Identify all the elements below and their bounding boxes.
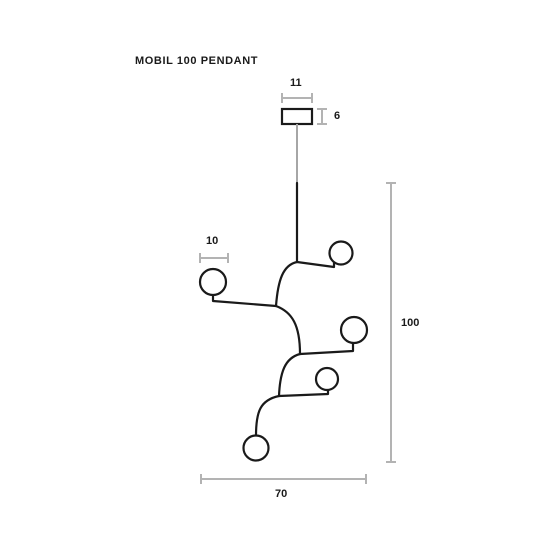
total-height-dimension <box>386 182 396 463</box>
globe-left <box>198 267 228 297</box>
canopy-height-dimension <box>317 108 327 125</box>
total-width-label: 70 <box>275 488 288 500</box>
canopy-height-label: 6 <box>334 110 341 122</box>
globe-top-right <box>328 240 354 266</box>
globe-diameter-dimension <box>199 253 229 263</box>
arm-top-right <box>295 260 336 269</box>
total-width-dimension <box>200 474 367 484</box>
canopy-width-label: 11 <box>290 77 302 89</box>
arm-curve-lower <box>277 352 302 398</box>
globe-middle-right <box>339 315 369 345</box>
canopy <box>280 107 314 126</box>
arm-curve-middle <box>274 304 302 356</box>
arm-lower-right <box>277 387 330 398</box>
globes <box>198 240 369 462</box>
total-height-label: 100 <box>401 317 420 329</box>
globe-diameter-label: 10 <box>206 235 219 247</box>
product-title: MOBIL 100 PENDANT <box>135 55 259 67</box>
fixture-arms <box>211 181 355 438</box>
arm-curve-bottom <box>254 394 281 438</box>
canopy-width-dimension <box>281 93 313 103</box>
arm-left <box>211 293 278 308</box>
globe-lower-right <box>314 366 340 392</box>
globe-bottom <box>242 434 270 462</box>
arm-middle-right <box>298 341 355 356</box>
arm-curve-upper <box>274 260 299 308</box>
